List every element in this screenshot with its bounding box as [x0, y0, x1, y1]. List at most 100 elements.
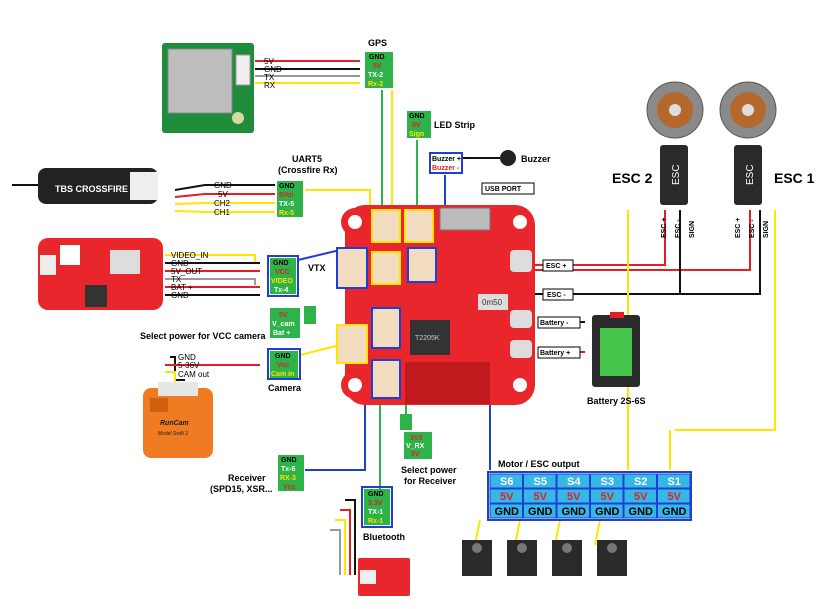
gps-pin-rx: Rx-2: [368, 81, 383, 88]
uart5-pin-gnd: GND: [279, 183, 295, 190]
motor-output-table: S65VGNDS55VGNDS45VGNDS35VGNDS25VGNDS15VG…: [487, 471, 692, 521]
camera-wire-power: 5-36V: [178, 361, 200, 370]
motor-cell: [523, 503, 557, 519]
bluetooth-title: Bluetooth: [363, 532, 405, 542]
camera-pin-vcc: Vcc: [277, 362, 290, 369]
led-pin-gnd: GND: [409, 113, 425, 120]
fc-tag-battery-minus: Battery -: [540, 320, 569, 327]
motor-cell: [489, 503, 523, 519]
bluetooth-pin-gnd: GND: [368, 491, 384, 498]
led-title: LED Strip: [434, 120, 476, 130]
camera-pin-box: GND Vcc Cam in: [267, 348, 301, 380]
vtx-pin-gnd: GND: [273, 260, 289, 267]
battery-pack: [592, 312, 640, 387]
gps-pin-tx: TX-2: [368, 72, 383, 79]
motor-gnd-s4: GND: [562, 506, 587, 518]
motor-cell: [623, 473, 657, 489]
uart5-wire-ch1: CH1: [214, 208, 231, 217]
esc-2-title: ESC 2: [612, 170, 653, 186]
motor-cell: [523, 488, 557, 504]
gps-wire-5v: 5V: [264, 57, 274, 66]
uart5-wire-ch2: CH2: [214, 199, 231, 208]
motor-cell: [556, 488, 590, 504]
motor-gnd-s5: GND: [528, 506, 553, 518]
motor-right: [719, 81, 777, 139]
motor-cell: [657, 473, 691, 489]
motor-cell: [657, 488, 691, 504]
gps-pin-5v: 5V: [373, 63, 382, 70]
vtx-pin-box: GND VCC VIDEO Tx-4: [267, 255, 299, 297]
uart5-subtitle: (Crossfire Rx): [278, 165, 338, 175]
camera-module: RunCam Model Swift 2: [143, 382, 213, 458]
vcc-select-bat: Bat +: [273, 330, 290, 337]
bluetooth-pin-3v3: 3.3V: [368, 500, 383, 507]
vtx-wire-5v-out: 5V_OUT: [171, 267, 202, 276]
motor-5v-s6: 5V: [500, 491, 514, 503]
receiver-subtitle: (SPD15, XSR...: [210, 484, 273, 494]
motor-cell: [556, 503, 590, 519]
camera-model: Model Swift 2: [158, 431, 188, 437]
uart5-pin-tx: TX-5: [279, 201, 294, 208]
receiver-pin-gnd: GND: [281, 457, 297, 464]
vcc-select-5v: 5V: [279, 312, 288, 319]
vcc-select-vcam: V_cam: [272, 321, 295, 328]
motor-cell: [556, 473, 590, 489]
receiver-pin-box: GND Tx-6 RX-3 Vcc: [278, 455, 304, 491]
vtx-wire-tx: TX: [171, 275, 182, 284]
fc-chip-text: 0m50: [482, 298, 503, 307]
motor-cell: [590, 503, 624, 519]
gps-pin-box: GND 5V TX-2 Rx-2: [365, 52, 393, 88]
esc-2-pin-minus: ESC -: [675, 219, 682, 238]
motor-channel-s5: S5: [534, 476, 547, 488]
motor-5v-s4: 5V: [567, 491, 581, 503]
led-pin-box: GND 5V Sign: [407, 111, 431, 138]
gps-wire-tx: TX: [264, 73, 275, 82]
esc-2-pin-sign: SIGN: [689, 221, 696, 238]
vtx-module: [38, 238, 163, 310]
motor-cell: [623, 488, 657, 504]
uart5-pin-5v: 5Vol: [279, 192, 293, 199]
esc-1-pin-minus: ESC -: [749, 219, 756, 238]
uart5-wire-gnd: GND: [214, 181, 232, 190]
esc-1-pin-sign: SIGN: [763, 221, 770, 238]
gps-title: GPS: [368, 38, 387, 48]
led-pin-sign: Sign: [409, 131, 424, 138]
fc-ic-text: T2205K: [415, 335, 440, 342]
usb-title: USB PORT: [485, 186, 522, 193]
esc-1-module: ESC: [734, 145, 762, 205]
motor-cell: [657, 503, 691, 519]
buzzer-pin-plus: Buzzer +: [432, 156, 461, 163]
esc-2-label: ESC: [671, 164, 682, 185]
vtx-title: VTX: [308, 263, 326, 273]
motor-cell: [590, 488, 624, 504]
motor-channel-s2: S2: [634, 476, 647, 488]
gps-pin-gnd: GND: [369, 54, 385, 61]
crossfire-device-label: TBS CROSSFIRE: [55, 184, 128, 194]
motor-left: [646, 81, 704, 139]
camera-pin-gnd: GND: [275, 353, 291, 360]
vcc-select-box: 5V V_cam Bat +: [270, 306, 316, 338]
motor-5v-s3: 5V: [601, 491, 615, 503]
motor-cell: [590, 473, 624, 489]
uart5-title: UART5: [292, 154, 322, 164]
gps-wire-rx: RX: [264, 81, 276, 90]
motor-5v-s1: 5V: [668, 491, 682, 503]
buzzer-pin-minus: Buzzer -: [432, 165, 460, 172]
vtx-wire-gnd: GND: [171, 259, 189, 268]
rx-select-subtitle: for Receiver: [404, 476, 457, 486]
esc-2-module: ESC: [660, 145, 688, 205]
fc-tag-esc-minus: ESC -: [547, 292, 566, 299]
vtx-pin-video: VIDEO: [271, 278, 293, 285]
flight-controller-board: T2205K 0m50: [336, 205, 535, 405]
camera-wire-gnd: GND: [178, 353, 196, 362]
motor-cell: [489, 488, 523, 504]
motor-channel-s3: S3: [601, 476, 614, 488]
receiver-pin-tx: Tx-6: [281, 466, 296, 473]
bluetooth-module: [358, 558, 410, 596]
rx-select-title: Select power: [401, 465, 457, 475]
fc-tag-esc-plus: ESC +: [546, 263, 566, 270]
rx-select-3v3: 3V3: [410, 435, 423, 442]
vtx-wire-bat: BAT +: [171, 283, 193, 292]
buzzer-title: Buzzer: [521, 154, 551, 164]
